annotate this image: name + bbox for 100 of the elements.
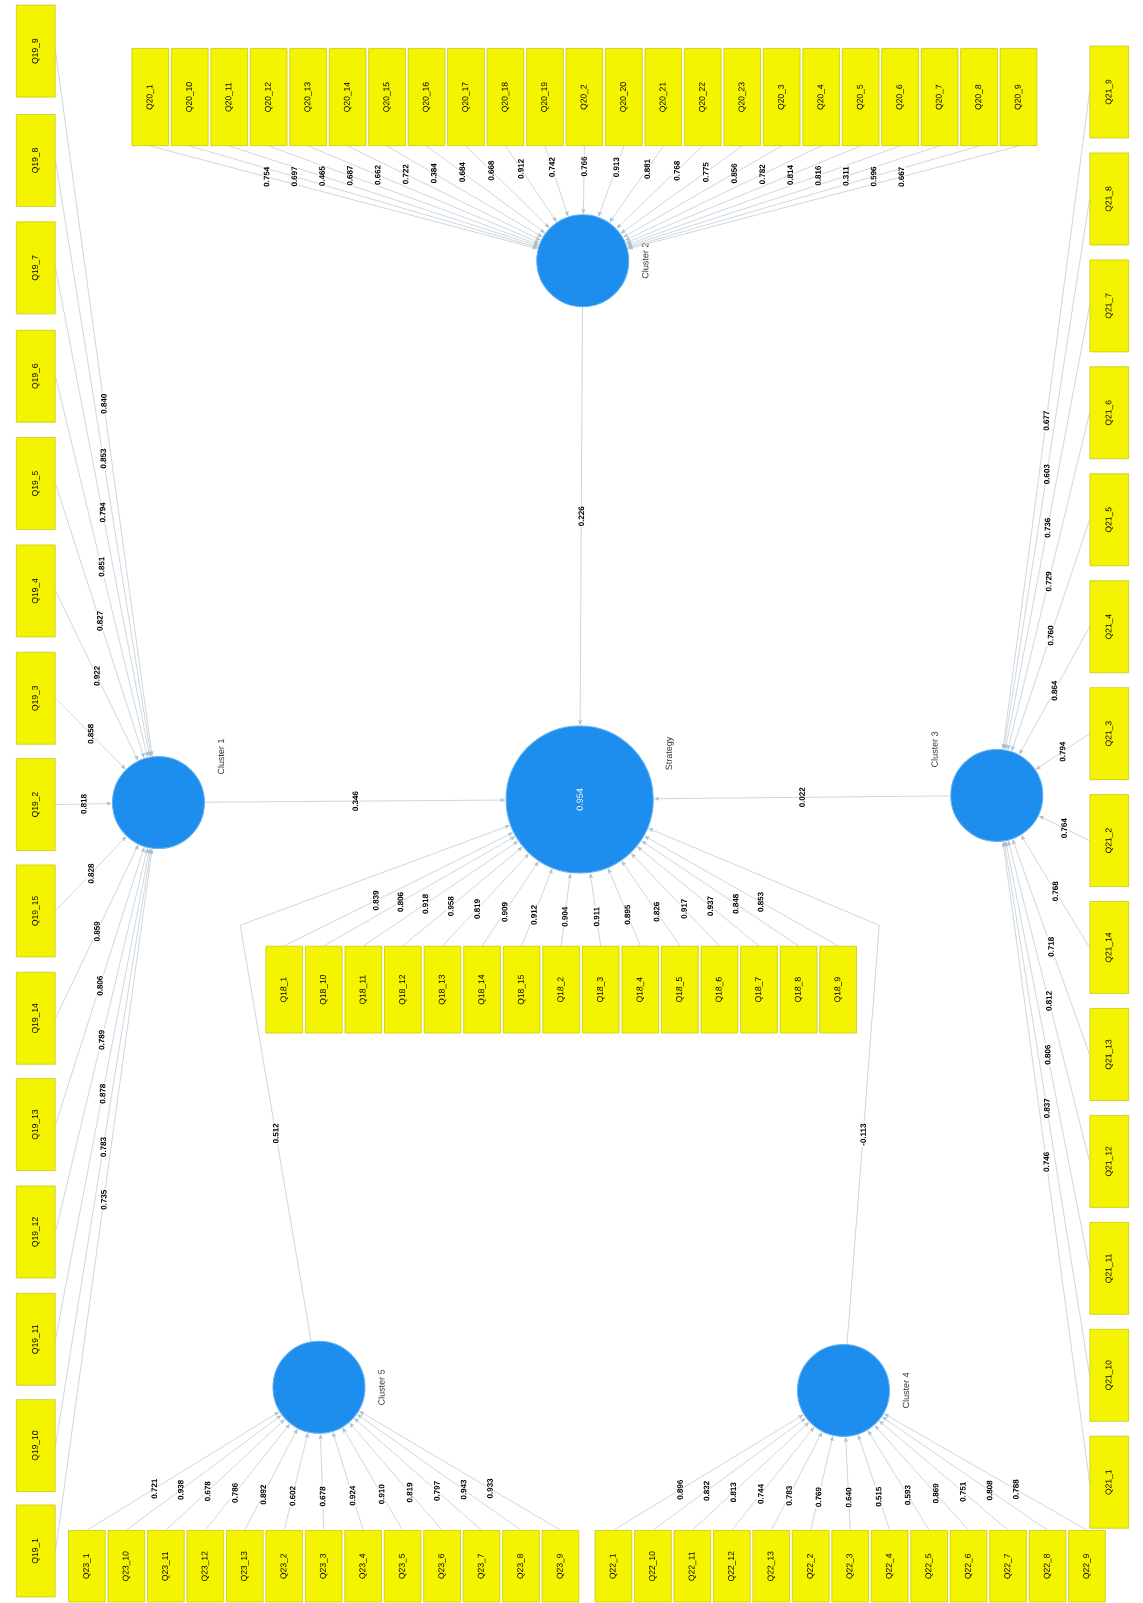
arrow: [625, 145, 822, 241]
arrow: [623, 145, 782, 238]
indicator-box: Q19_13: [16, 1078, 56, 1171]
arrow: [1001, 842, 1090, 1483]
edge-label: 0.913: [612, 156, 620, 179]
arrow: [55, 849, 153, 1446]
indicator-box: Q22_5: [910, 1530, 948, 1603]
arrow: [648, 828, 880, 1345]
edge-label: 0.022: [798, 786, 806, 809]
indicator-box: Q21_2: [1089, 794, 1129, 887]
indicator-box: Q19_2: [16, 758, 56, 851]
arrow: [442, 853, 529, 947]
arrow: [55, 50, 154, 756]
arrow: [363, 841, 518, 947]
arrow: [1007, 412, 1090, 750]
edge-label: 0.226: [577, 505, 585, 528]
indicator-box: Q23_2: [265, 1530, 303, 1603]
arrow: [879, 1420, 1009, 1531]
indicator-box: Q22_2: [792, 1530, 830, 1603]
indicator-box: Q22_12: [713, 1530, 751, 1603]
arrow: [165, 1419, 285, 1531]
edge-label: 0.754: [262, 166, 271, 188]
edge-label: 0.806: [1044, 1043, 1052, 1066]
indicator-box: Q22_7: [989, 1530, 1027, 1603]
indicator-box: Q21_13: [1089, 1008, 1129, 1101]
edge-label: 0.678: [318, 1485, 327, 1508]
edge-label: 0.729: [1045, 570, 1053, 593]
indicator-box: Q21_8: [1089, 152, 1129, 246]
indicator-box: Q21_10: [1089, 1329, 1129, 1422]
edge-label: 0.933: [486, 1477, 494, 1500]
indicator-box: Q20_6: [881, 48, 919, 146]
indicator-box: Q18_15: [502, 945, 541, 1034]
edge-label: 0.912: [530, 904, 538, 926]
edge-label: 0.789: [97, 1029, 106, 1051]
arrow: [465, 145, 550, 228]
arrow: [581, 145, 586, 214]
indicator-box: Q19_14: [16, 972, 56, 1065]
arrow: [560, 873, 572, 947]
arrow: [598, 145, 625, 217]
arrow: [1001, 91, 1090, 749]
arrow: [620, 145, 743, 234]
arrow: [55, 590, 139, 761]
indicator-box: Q23_3: [304, 1530, 343, 1603]
indicator-box: Q18_3: [582, 945, 620, 1034]
arrow: [637, 846, 760, 947]
arrow: [55, 375, 149, 757]
arrow: [283, 1433, 309, 1531]
arrow: [1012, 839, 1090, 1055]
construct-circle: [272, 1340, 366, 1434]
edge-label: 0.958: [447, 895, 455, 918]
arrow: [641, 840, 799, 947]
indicator-box: Q21_1: [1089, 1435, 1129, 1529]
indicator-box: Q20_18: [486, 48, 525, 146]
edge-label: 0.786: [231, 1482, 239, 1504]
indicator-box: Q19_3: [16, 651, 56, 745]
edge-label: 0.816: [814, 164, 822, 187]
arrow: [692, 1422, 809, 1531]
arrow: [1011, 519, 1090, 751]
edge-label: 0.684: [458, 161, 466, 183]
indicator-box: Q19_7: [16, 221, 56, 315]
arrow: [884, 1413, 1088, 1531]
construct-label: Cluster 4: [902, 1372, 910, 1408]
indicator-box: Q21_7: [1089, 259, 1129, 353]
arrow: [1007, 841, 1090, 1162]
arrow: [55, 483, 145, 758]
indicator-box: Q18_12: [384, 945, 422, 1034]
arrow: [55, 836, 127, 912]
indicator-box: Q23_6: [423, 1530, 461, 1603]
arrow: [652, 1418, 806, 1531]
arrow: [1003, 841, 1090, 1376]
edge-label: 0.794: [98, 501, 107, 524]
indicator-box: Q20_16: [407, 48, 446, 146]
edge-label: 0.311: [842, 165, 850, 187]
indicator-box: Q19_15: [16, 864, 56, 958]
arrow: [1035, 733, 1090, 770]
indicator-box: Q19_12: [16, 1185, 56, 1279]
arrow: [589, 873, 602, 947]
indicator-box: Q21_3: [1089, 687, 1129, 780]
edge-label: 0.869: [932, 1482, 940, 1505]
arrow: [426, 145, 545, 233]
arrow: [1002, 198, 1090, 749]
edge-label: 0.760: [1046, 624, 1055, 647]
edge-label: 0.783: [99, 1136, 107, 1158]
indicator-box: Q23_9: [541, 1530, 580, 1603]
indicator-box: Q18_13: [423, 945, 462, 1034]
indicator-box: Q23_7: [462, 1530, 501, 1603]
arrow: [1019, 626, 1090, 755]
indicator-box: Q18_5: [661, 945, 699, 1034]
edge-label: 0.742: [548, 156, 556, 178]
arrow: [354, 1418, 482, 1531]
arrow: [86, 1411, 279, 1531]
indicator-box: Q20_19: [526, 48, 564, 146]
edge-label: 0.603: [1043, 463, 1051, 485]
edge-label: 0.687: [346, 164, 354, 187]
indicator-box: Q20_5: [841, 48, 880, 146]
indicator-box: Q20_9: [999, 48, 1038, 146]
arrow: [609, 145, 664, 223]
edge-label: 0.840: [100, 393, 108, 415]
indicator-box: Q21_5: [1089, 473, 1129, 567]
indicator-box: Q20_7: [920, 48, 959, 146]
